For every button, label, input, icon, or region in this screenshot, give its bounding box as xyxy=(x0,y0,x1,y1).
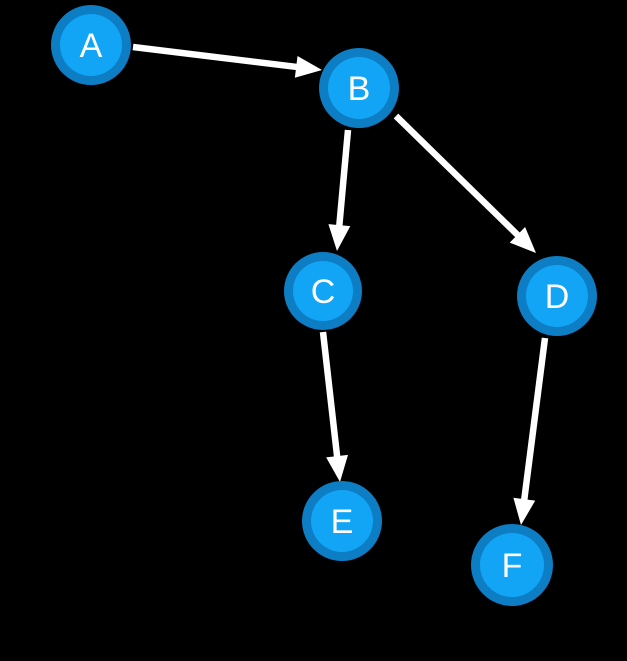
node-core-f xyxy=(480,533,544,597)
edge-arrowhead-b-to-d xyxy=(509,226,536,253)
edge-arrowhead-d-to-f xyxy=(513,497,536,525)
node-core-b xyxy=(328,57,390,119)
edge-line-d-to-f xyxy=(520,337,549,505)
graph-node-c[interactable]: C xyxy=(284,252,362,330)
graph-node-f[interactable]: F xyxy=(471,524,553,606)
node-core-d xyxy=(526,265,588,327)
node-label-c: C xyxy=(311,273,336,311)
graph-node-d[interactable]: D xyxy=(517,256,597,336)
edge-arrowhead-a-to-b xyxy=(294,55,322,78)
node-core-c xyxy=(293,261,353,321)
edge-arrowhead-b-to-c xyxy=(328,224,351,251)
node-label-b: B xyxy=(348,70,371,108)
node-label-e: E xyxy=(331,503,354,541)
node-core-a xyxy=(60,14,122,76)
edge-line-b-to-d xyxy=(393,113,524,241)
edge-line-c-to-e xyxy=(319,331,341,462)
nodes-layer: A B C D E F xyxy=(51,5,597,606)
node-core-e xyxy=(311,490,373,552)
node-label-d: D xyxy=(545,278,570,316)
graph-node-b[interactable]: B xyxy=(319,48,399,128)
graph-node-e[interactable]: E xyxy=(302,481,382,561)
edge-arrowhead-c-to-e xyxy=(326,454,349,482)
edge-line-a-to-b xyxy=(132,43,302,71)
node-label-a: A xyxy=(80,27,103,65)
node-label-f: F xyxy=(502,547,523,585)
graph-node-a[interactable]: A xyxy=(51,5,131,85)
edges-layer xyxy=(132,43,549,525)
edge-line-b-to-c xyxy=(335,129,352,231)
